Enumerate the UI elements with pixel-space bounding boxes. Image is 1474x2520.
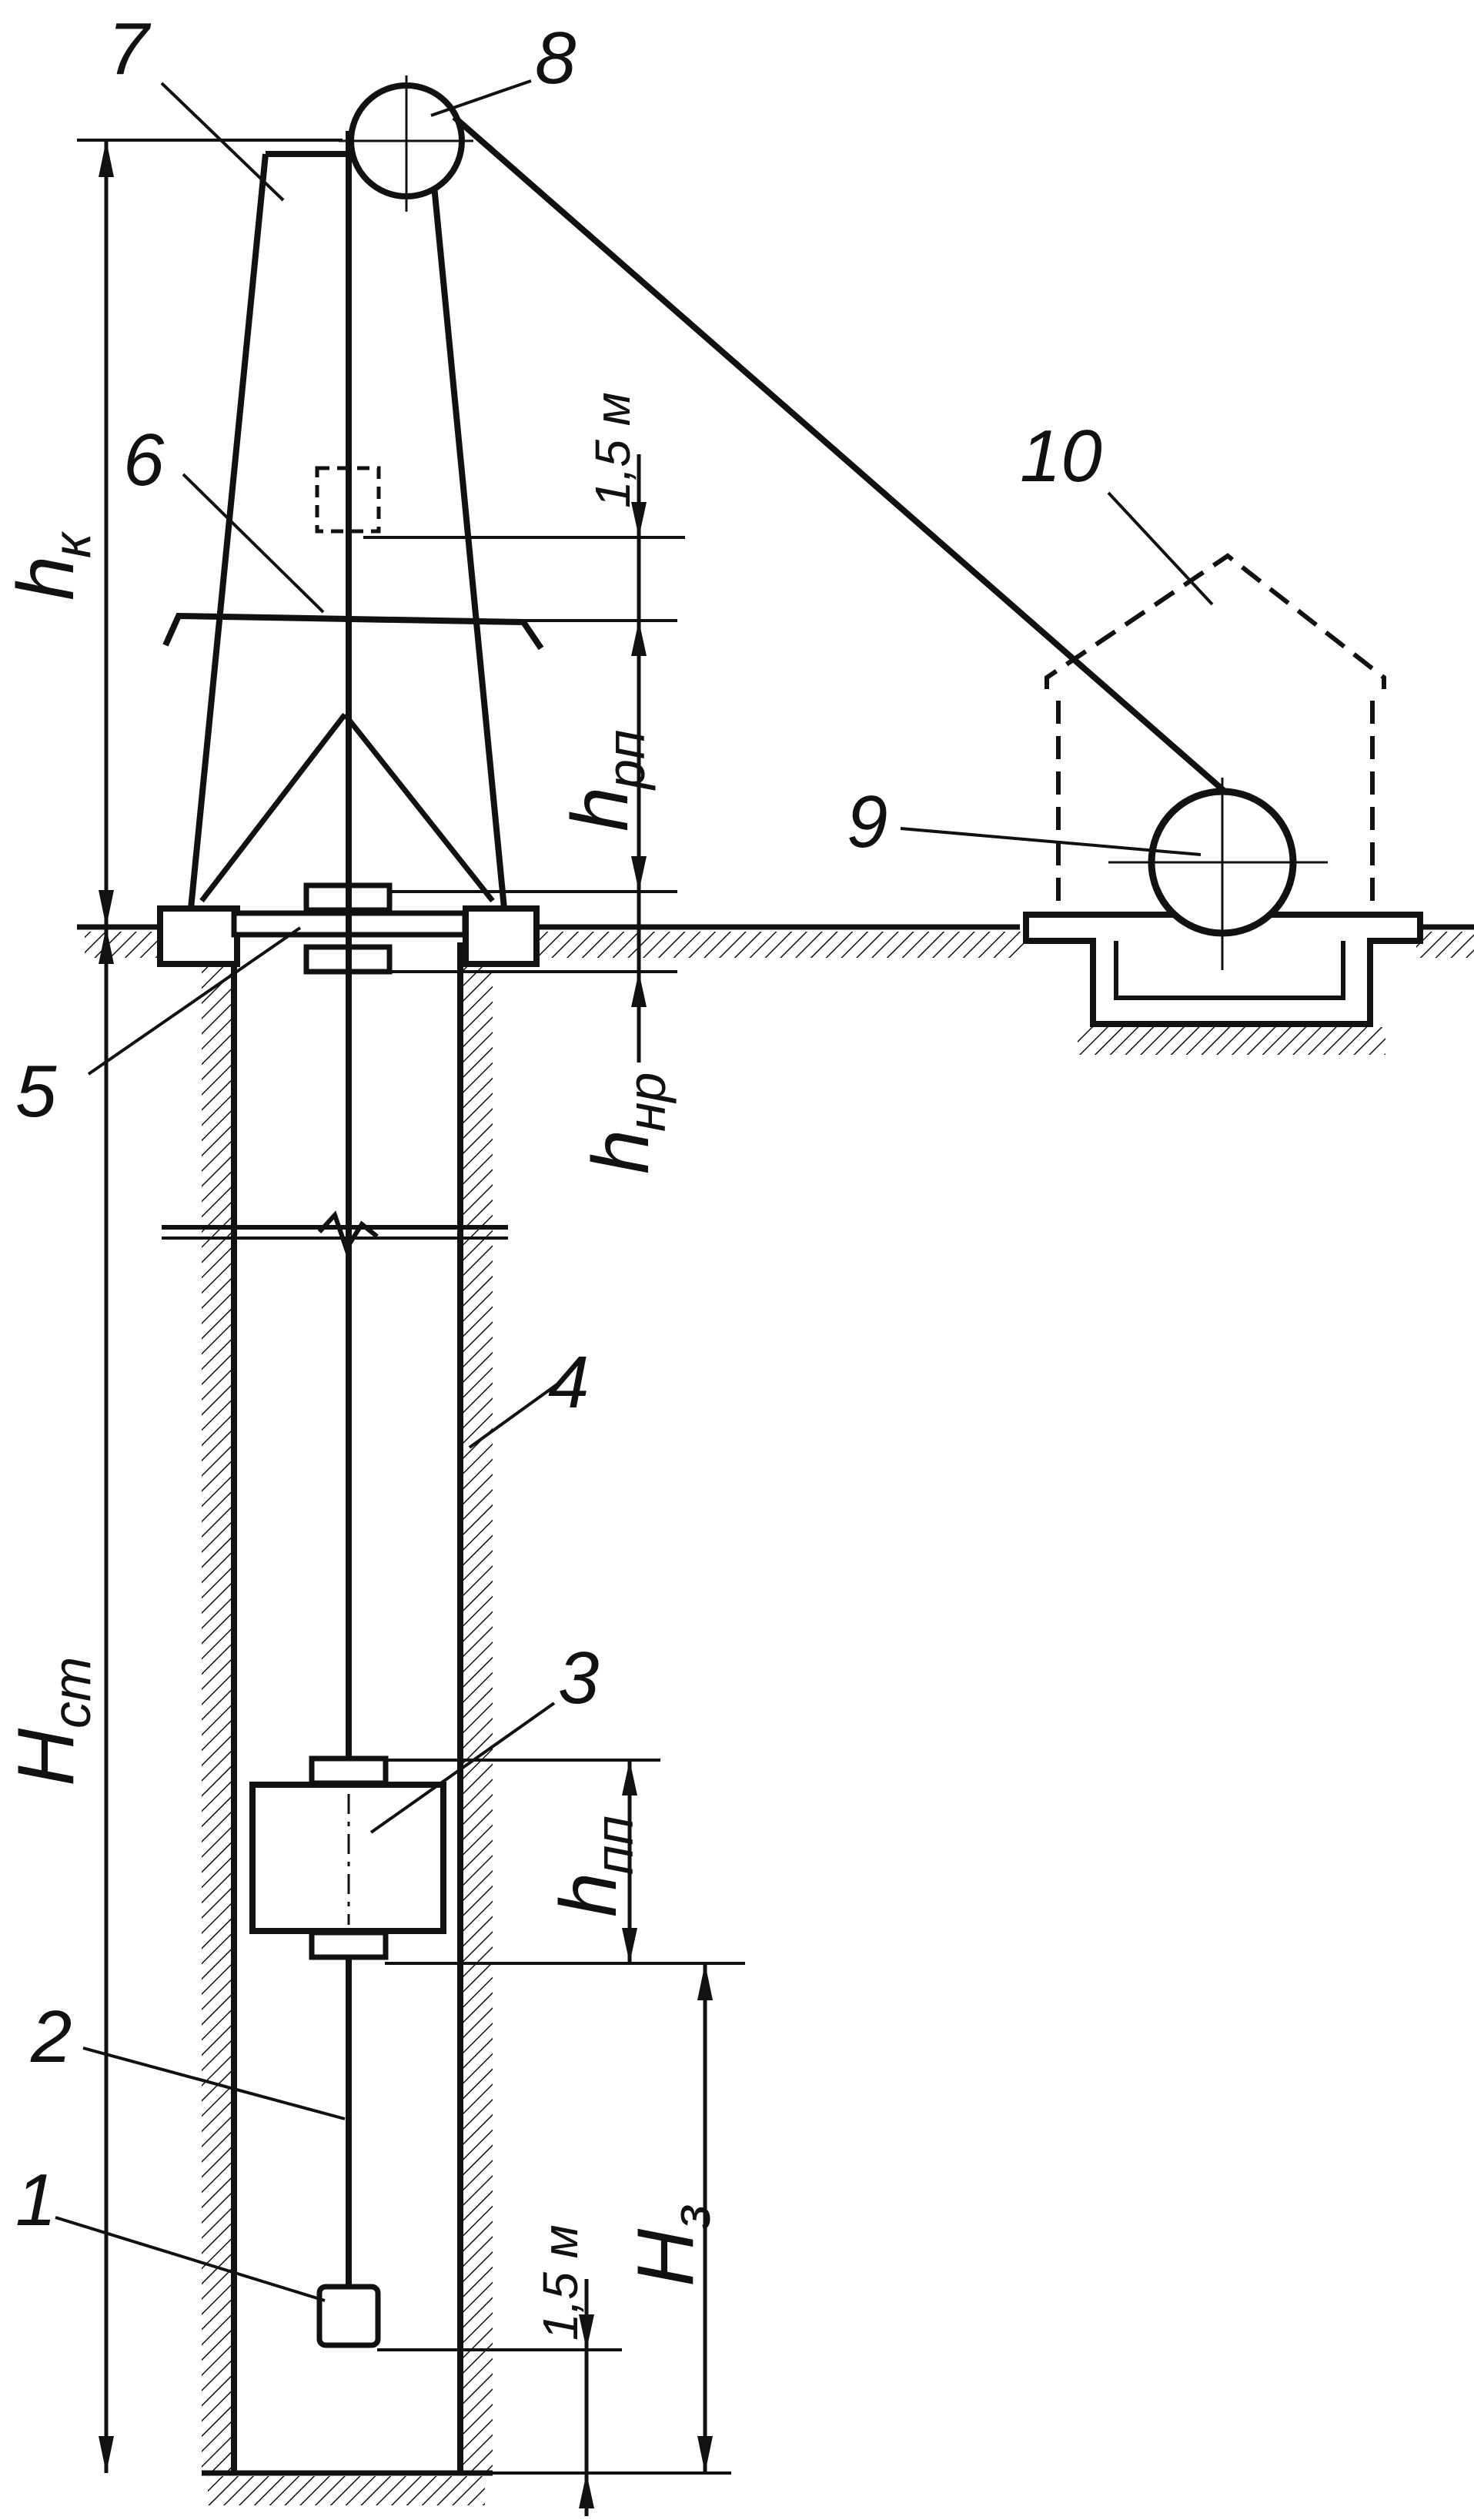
pulley-block [339,75,473,212]
label-hrp-sub: рп [596,730,656,791]
tripod-brace-left [199,712,347,903]
callout-5: 5 [15,1050,57,1133]
strainer [316,2284,381,2348]
arrow-hk-bottom [99,890,114,927]
arrow-hrp-bottom [631,856,647,892]
arrow-hpp-top [622,1760,637,1795]
left-dimension-chain [77,139,343,2473]
callout-4: 4 [548,1341,589,1424]
label-hrp-main: h [556,787,645,832]
arrow-gap-top [631,502,647,537]
leader-2 [82,2046,346,2120]
label-bottom-gap-text: 1,5 м [533,2224,588,2341]
arrow-hz-top [697,1963,713,2000]
label-hpp-main: h [544,1872,633,1917]
label-hpp: h пп [544,1816,644,1917]
winch-station [1023,553,1423,1055]
leader-5 [87,926,302,1076]
winch-foundation-inner [1114,941,1345,1000]
foundation-hatch [1078,1027,1385,1055]
leader-1 [55,2216,326,2302]
leader-3 [369,1702,556,1834]
label-hk: h к [2,530,102,601]
well-casing [162,942,508,2505]
ground-hatch-mid [539,932,1024,958]
ground-hatch-right [1416,932,1474,958]
upper-dimension-chain [363,454,685,1063]
base-pad-left [157,905,240,967]
label-hnr-main: h [577,1129,666,1174]
leader-lines [55,79,1214,2302]
label-hk-main: h [2,556,91,601]
callout-3: 3 [558,1637,599,1719]
callout-9: 9 [847,781,887,863]
arrow-hst-bottom [99,2436,114,2473]
hoist-cable [452,114,1238,804]
label-hz-main: H [621,2228,710,2287]
callout-6: 6 [123,419,165,501]
casing-hatch-right [462,955,493,2473]
arrow-hrp-top [631,621,647,656]
arrow-bgap-top [579,2314,594,2350]
label-top-gap-text: 1,5 м [585,392,640,508]
label-hnr-sub: нр [617,1073,677,1132]
dimension-labels: h к H ст 1,5 м h рп h нр h пп H з [2,392,721,2341]
label-hpp-sub: пп [584,1816,644,1875]
arrow-hnr-bottom [631,972,647,1007]
callout-7: 7 [108,8,152,90]
hoisted-pump-outline [315,466,381,534]
leader-8 [430,79,532,117]
leader-6 [182,473,325,614]
lower-dimension-chain [377,1759,745,2516]
arrow-hz-bottom [697,2436,713,2473]
tripod-frame [162,151,544,909]
arrow-hk-top [99,140,114,177]
label-top-gap: 1,5 м [585,392,640,508]
arrow-bgap-bottom [579,2473,594,2508]
label-hnr: h нр [577,1073,677,1174]
tripod-brace-right [343,712,495,903]
callout-1: 1 [15,2159,56,2241]
label-hk-sub: к [42,530,102,558]
label-hz-sub: з [661,2204,721,2230]
callout-8: 8 [535,17,576,99]
tripod-leg-left [188,153,269,909]
leader-4 [468,1380,562,1449]
wellhead [157,882,540,975]
tripod-leg-right [428,153,507,909]
shelter-roof [1045,553,1386,689]
callout-10: 10 [1020,415,1102,497]
arrow-hpp-bottom [622,1928,637,1963]
label-hst-main: H [2,1728,91,1786]
pump-column [249,131,446,2348]
label-hst: H ст [2,1657,102,1786]
pump-coupling-top [309,1755,389,1786]
callout-2: 2 [30,1996,72,2078]
leader-7 [160,82,285,202]
casing-hatch-left [202,955,232,2473]
arrow-hst-top [99,927,114,964]
label-hz: H з [621,2204,721,2287]
pump-coupling-bottom [309,1929,389,1960]
leader-10 [1107,491,1214,606]
label-hst-sub: ст [42,1657,102,1729]
label-hrp: h рп [556,730,656,832]
well-bottom-hatch [208,2476,485,2505]
label-bottom-gap: 1,5 м [533,2224,588,2341]
base-pad-right [463,905,540,967]
leader-9 [900,827,1202,856]
callout-numbers: 7 8 6 10 9 5 4 3 2 1 [15,8,1102,2241]
